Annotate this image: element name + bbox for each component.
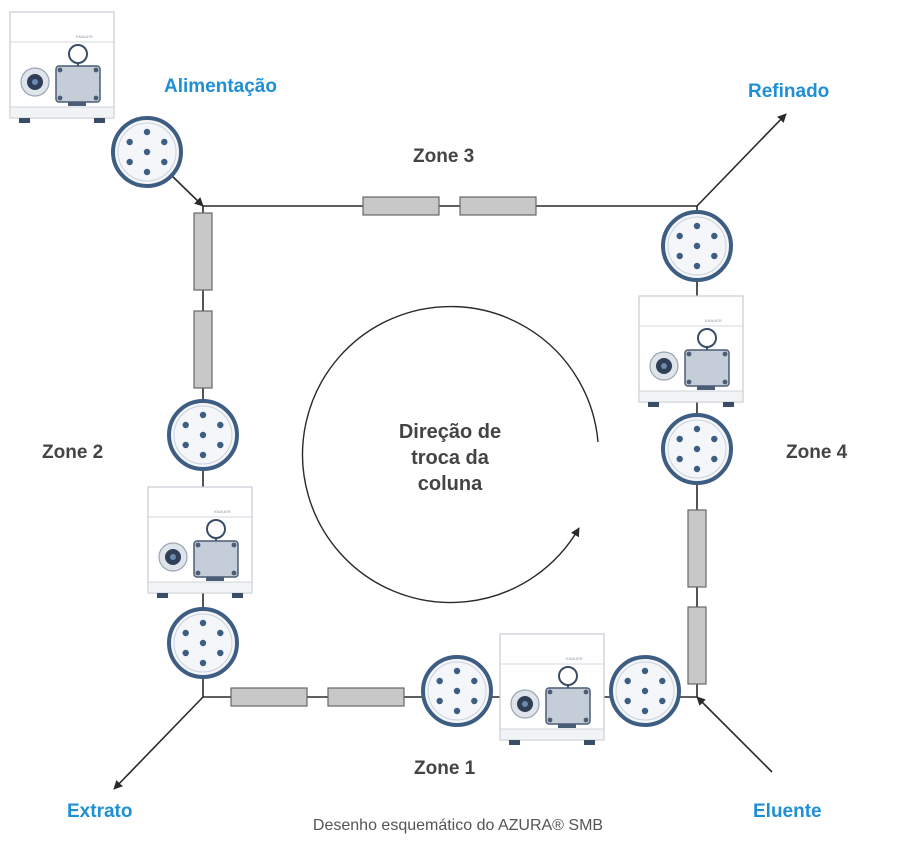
multiport-valve-icon (609, 655, 681, 727)
column-zone3-b (459, 196, 537, 216)
multiport-valve-icon (111, 116, 183, 188)
azura-valve-module-icon (9, 11, 115, 124)
multiport-valve-icon (167, 399, 239, 471)
column-zone2-b (193, 310, 213, 389)
column-zone4-a (687, 509, 707, 588)
raffinate-outlet-arrow (696, 113, 787, 207)
multiport-valve-icon (167, 607, 239, 679)
extract-label: Extrato (67, 801, 133, 822)
column-zone1-a (230, 687, 308, 707)
switching-direction-line-1: Direção de (398, 421, 502, 443)
column-zone4-b (687, 606, 707, 685)
multiport-valve-icon (421, 655, 493, 727)
multiport-valve-icon (661, 413, 733, 485)
switching-direction-label: Direção de troca da coluna (380, 419, 520, 497)
extract-outlet-arrow (113, 696, 204, 790)
azura-valve-module-icon (499, 633, 605, 746)
zone2-label: Zone 2 (42, 442, 104, 463)
column-zone3-a (362, 196, 440, 216)
feed-inlet-arrow (169, 173, 204, 207)
column-zone2-a (193, 212, 213, 291)
columns (193, 196, 707, 707)
raffinate-label: Refinado (748, 81, 830, 102)
column-zone1-b (327, 687, 405, 707)
azura-valve-module-icon (638, 295, 744, 408)
zone3-label: Zone 3 (413, 146, 475, 167)
zone1-label: Zone 1 (414, 758, 476, 779)
switching-direction-arrow (301, 305, 599, 604)
eluent-label: Eluente (753, 801, 822, 822)
switching-direction-line-2: troca da (411, 447, 489, 469)
switching-direction-line-3: coluna (417, 473, 483, 495)
figure-caption: Desenho esquemático do AZURA® SMB (312, 817, 604, 834)
eluent-inlet-arrow (696, 696, 773, 773)
zone4-label: Zone 4 (786, 442, 848, 463)
feed-label: Alimentação (164, 76, 277, 97)
azura-valve-module-icon (147, 486, 253, 599)
multiport-valve-icon (661, 210, 733, 282)
